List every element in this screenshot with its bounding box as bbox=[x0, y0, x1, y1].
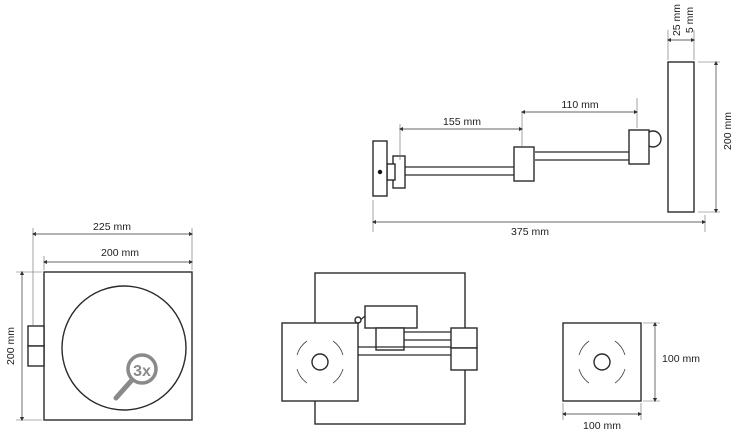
middle-joint bbox=[513, 146, 535, 182]
dim-5: 5 mm bbox=[684, 7, 696, 34]
dim-plate-height: 100 mm bbox=[662, 353, 700, 365]
dim-arm-155: 155 mm bbox=[443, 116, 481, 128]
mirror-glass bbox=[61, 285, 187, 411]
dim-plate-width: 100 mm bbox=[583, 420, 621, 432]
hinge-block bbox=[628, 129, 650, 165]
dim-total-375: 375 mm bbox=[511, 226, 549, 238]
arm-joint-top bbox=[364, 305, 418, 329]
dim-25: 25 mm bbox=[671, 4, 683, 36]
dim-arm-110: 110 mm bbox=[561, 99, 598, 111]
plate-view: 100 mm 100 mm bbox=[561, 321, 700, 432]
dim-mirror-height: 200 mm bbox=[722, 112, 734, 150]
top-view: 155 mm 110 mm 375 mm 200 mm 25 mm 5 mm bbox=[371, 4, 734, 238]
dim-width-225: 225 mm bbox=[93, 221, 131, 233]
mirror-head-side bbox=[667, 61, 695, 213]
wall-plate-front-left bbox=[281, 322, 359, 402]
rear-view bbox=[281, 272, 478, 425]
dim-height-200: 200 mm bbox=[5, 327, 17, 365]
magnification-label: 3x bbox=[133, 363, 151, 380]
dim-width-200: 200 mm bbox=[101, 247, 139, 259]
front-view: 3x 225 mm 200 mm 200 mm bbox=[5, 221, 194, 422]
wall-plate-side bbox=[372, 140, 388, 197]
magnifier-3x-icon: 3x bbox=[113, 353, 158, 401]
